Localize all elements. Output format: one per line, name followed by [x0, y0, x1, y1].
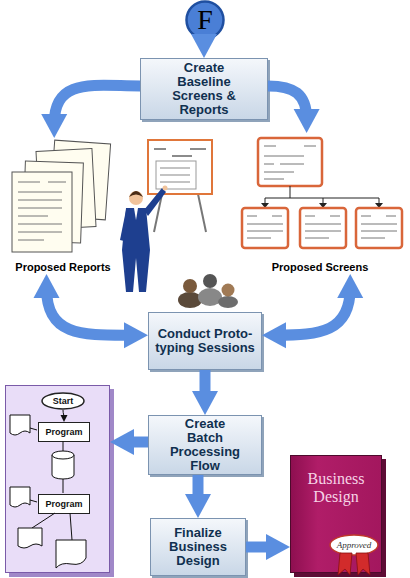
process-box: Create Batch Processing Flow — [148, 415, 262, 475]
presenter-illustration — [120, 140, 238, 308]
approval-seal: Approved — [329, 534, 379, 556]
node-text: Proposed Screens — [272, 261, 369, 274]
node-text: Create Baseline Screens & Reports — [160, 61, 248, 117]
program-box: Program — [38, 422, 90, 442]
report-pages — [12, 140, 111, 252]
node-text: F — [197, 5, 213, 35]
node-text: Conduct Proto-typing Sessions — [155, 327, 255, 355]
program-box: Program — [38, 494, 90, 514]
block-arrow — [124, 437, 148, 448]
node-text: Program — [45, 499, 82, 509]
block-arrow — [246, 542, 276, 553]
process-box: Create Baseline Screens & Reports — [140, 58, 268, 120]
node-text: Finalize Business Design — [159, 526, 237, 568]
node-text: Start — [53, 396, 74, 406]
reports-group: Proposed Reports — [8, 138, 118, 274]
process-box: Finalize Business Design — [150, 518, 246, 576]
node-text: Create Batch Processing Flow — [167, 417, 243, 473]
process-box: Conduct Proto-typing Sessions — [148, 312, 262, 370]
block-arrow — [54, 85, 140, 124]
block-arrow — [199, 40, 210, 44]
screens-group: Proposed Screens — [236, 133, 404, 274]
design-book: Business DesignApproved — [290, 455, 382, 573]
start-circle: F — [185, 0, 225, 40]
node-text: Business Design — [291, 470, 381, 506]
block-arrow — [200, 370, 211, 401]
block-arrow — [268, 86, 307, 119]
flowchart-panel: StartProgramProgram — [5, 385, 110, 573]
node-text: Approved — [337, 540, 372, 550]
terminator-oval: Start — [41, 392, 85, 410]
screen-mockups — [242, 138, 402, 248]
block-arrow — [193, 475, 204, 504]
node-text: Program — [45, 427, 82, 437]
node-text: Proposed Reports — [15, 261, 110, 274]
block-arrow — [47, 288, 135, 335]
block-arrow — [276, 288, 350, 335]
